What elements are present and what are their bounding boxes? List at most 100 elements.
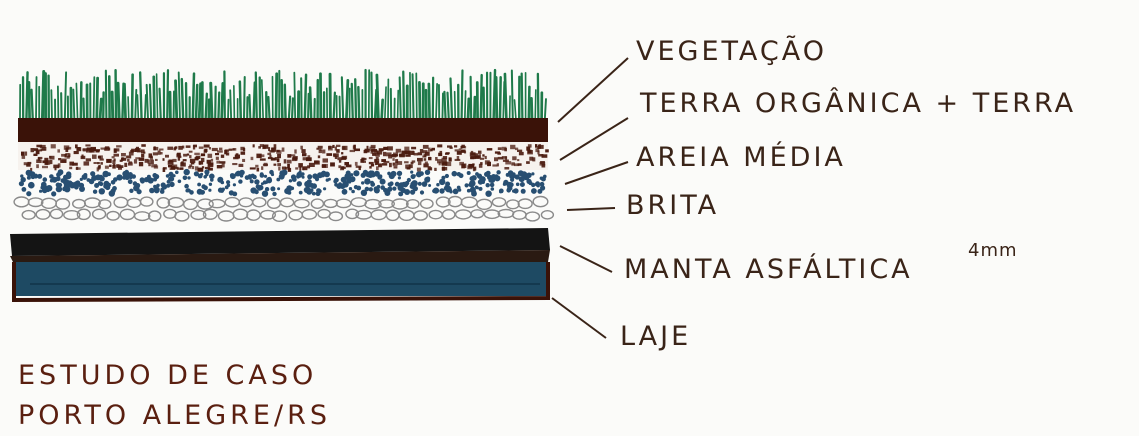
sand-grain [36,164,39,168]
gravel-dot [411,174,416,179]
stone-oval [184,199,198,209]
sand-grain [454,145,457,147]
gravel-dot [397,171,402,176]
grass-blade [193,74,194,120]
stone-oval [253,198,266,207]
sand-grain [31,148,35,152]
stone-oval [484,210,499,218]
sand-grain [186,145,191,148]
sand-grain [189,151,193,153]
sand-grain [25,152,28,156]
gravel-dot [509,182,514,187]
sand-grain [396,149,401,153]
sand-grain [178,156,180,160]
sand-grain [269,155,271,158]
gravel-dot [494,175,500,181]
grass-blade [496,77,497,120]
gravel-dot [64,184,70,190]
sand-grain [282,148,285,152]
grass-blade [468,99,469,120]
sand-grain [512,156,516,160]
sand-grain [389,163,392,167]
sand-grain [314,161,320,165]
sand-grain [485,156,487,159]
sand-grain [529,157,533,161]
gravel-dot [31,175,35,179]
gravel-dot [420,190,424,194]
gravel-dot [129,189,133,193]
gravel-dot [235,173,238,176]
sand-grain [225,149,229,151]
grass-blade [222,83,223,120]
grass-blade [462,71,463,120]
sand-grain [375,163,377,165]
sand-grain [371,145,376,148]
gravel-dot [250,179,254,183]
sand-grain [60,160,66,163]
sand-grain [204,150,207,154]
sand-grain [423,150,428,153]
stone-oval [36,210,50,220]
gravel-dot [490,183,495,188]
sand-grain [492,164,497,166]
grass-blade [128,97,129,120]
gravel-dot [205,173,208,176]
sand-grain [425,162,428,164]
sand-grain [302,153,307,156]
sand-grain [241,152,246,155]
gravel-dot [218,188,223,193]
gravel-dot [90,171,95,176]
gravel-dot [302,176,305,179]
sand-grain [429,166,431,170]
gravel-dot [256,184,261,189]
gravel-dot [348,180,352,184]
sand-grain [308,155,311,159]
sand-grain [418,161,422,165]
stone-oval [268,198,281,208]
sand-grain [271,158,276,161]
gravel-dot [148,177,154,183]
gravel-dot [262,191,268,197]
gravel-dot [342,189,348,195]
gravel-dot [491,187,495,191]
gravel-dot [22,187,27,192]
grass-blade [529,87,530,120]
sand-grain [271,147,274,150]
label-areia: AREIA MÉDIA [636,141,846,173]
grass-blade [334,93,335,120]
gravel-dot [252,175,257,180]
sand-grain [193,145,197,148]
sand-grain [251,157,254,160]
stone-oval [477,199,492,209]
sand-grain [462,164,467,169]
gravel-dot [238,179,242,183]
gravel-dot [543,175,547,179]
gravel-dot [208,189,211,192]
leader-brita [567,208,615,210]
sand-grain [510,145,515,149]
gravel-dot [260,173,265,178]
sand-grain [239,164,244,167]
gravel-dot [467,171,471,175]
sand-grain [129,161,132,163]
sand-grain [424,154,427,158]
sand-grain [105,166,109,169]
gravel-dot [229,190,234,195]
leader-terra [560,118,628,160]
stone-oval [247,210,260,220]
sand-grain [42,147,47,151]
sand-grain [412,160,416,162]
sand-grain [85,144,90,146]
grass-blade [58,86,59,120]
label-laje: LAJE [620,321,691,352]
gravel-dot [424,177,430,183]
sand-grain [211,159,213,162]
grass-blade [500,77,501,120]
gravel-dot [516,183,520,187]
grass-blade [124,84,125,120]
gravel-dot [395,182,400,187]
gravel-dot [398,176,401,179]
gravel-dot [80,186,84,190]
sand-grain [487,148,493,150]
grass-blade [73,90,74,120]
